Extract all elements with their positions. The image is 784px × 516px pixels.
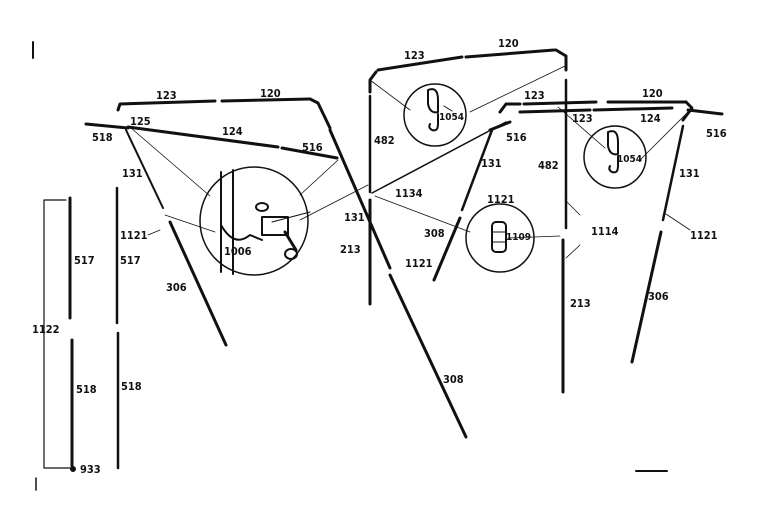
ridge-elbow-left [368, 70, 378, 94]
right-elbow [498, 102, 522, 114]
end-cap-933 [70, 466, 76, 472]
part-label-123: 123 [404, 49, 425, 62]
right-brace-308 [432, 216, 462, 282]
part-label-517: 517 [74, 254, 95, 267]
right-left-bracket [488, 120, 512, 132]
top-rail-123 [116, 99, 217, 112]
part-label-131: 131 [122, 167, 143, 180]
part-label-123: 123 [156, 89, 177, 102]
detail-circle-1109 [465, 203, 535, 273]
part-label-1054: 1054 [439, 112, 465, 123]
top-rail-120 [220, 97, 312, 103]
bracket-1122 [43, 199, 71, 469]
diagonal-rod [328, 128, 392, 270]
part-label-124: 124 [640, 112, 661, 125]
part-label-518: 518 [121, 380, 142, 393]
part-label-1121: 1121 [120, 229, 148, 242]
right-eave-124 [592, 106, 674, 112]
part-label-1121: 1121 [690, 229, 718, 242]
part-label-124: 124 [222, 125, 243, 138]
part-label-120: 120 [642, 87, 663, 100]
part-label-518: 518 [92, 131, 113, 144]
corner-elbow [308, 97, 332, 130]
part-label-125: 125 [130, 115, 151, 128]
part-label-308: 308 [424, 227, 445, 240]
detail-circle-1054-right [583, 125, 647, 189]
part-label-123: 123 [524, 89, 545, 102]
part-label-516: 516 [506, 131, 527, 144]
left-frame [84, 97, 468, 439]
part-label-1122: 1122 [32, 323, 60, 336]
part-label-1121: 1121 [405, 257, 433, 270]
part-label-306: 306 [166, 281, 187, 294]
loose-pole-group [43, 186, 120, 472]
part-label-306: 306 [648, 290, 669, 303]
part-label-1134: 1134 [395, 187, 423, 200]
right-bracket-516 [686, 108, 724, 116]
part-label-482: 482 [374, 134, 395, 147]
part-label-131: 131 [344, 211, 365, 224]
part-label-482: 482 [538, 159, 559, 172]
part-label-213: 213 [570, 297, 591, 310]
center-frame [368, 48, 568, 394]
part-label-1109: 1109 [506, 232, 532, 243]
part-label-1114: 1114 [591, 225, 619, 238]
right-brace-131 [460, 128, 494, 212]
part-label-308: 308 [443, 373, 464, 386]
brace-306 [168, 220, 228, 347]
corner-bracket-518 [84, 122, 130, 130]
part-label-516: 516 [302, 141, 323, 154]
part-label-933: 933 [80, 463, 101, 476]
right-corner [681, 100, 694, 122]
right-frame [371, 100, 724, 364]
part-label-131: 131 [679, 167, 700, 180]
detail-circle-1054-center [403, 83, 467, 147]
part-label-516: 516 [706, 127, 727, 140]
right-cross-rail [371, 121, 507, 194]
part-label-213: 213 [340, 243, 361, 256]
ridge-rail-123 [376, 55, 464, 72]
part-label-123: 123 [572, 112, 593, 125]
eave-rail-516 [280, 146, 339, 160]
right-rail-123 [522, 100, 598, 106]
part-label-518: 518 [76, 383, 97, 396]
part-label-1121: 1121 [487, 193, 515, 206]
part-label-1006: 1006 [224, 245, 252, 258]
part-label-131: 131 [481, 157, 502, 170]
brace-131 [125, 129, 164, 209]
ridge-rail-120 [464, 48, 556, 59]
eave-rail-124 [126, 125, 280, 149]
detail-circle-1006 [199, 166, 311, 276]
part-label-517: 517 [120, 254, 141, 267]
part-label-120: 120 [498, 37, 519, 50]
right-brace-131b [661, 124, 685, 222]
part-label-1054: 1054 [617, 154, 643, 165]
right-eave-123 [518, 108, 592, 114]
long-pole-308 [388, 273, 468, 439]
ridge-elbow-right [554, 48, 568, 72]
part-label-120: 120 [260, 87, 281, 100]
right-brace-306 [630, 230, 663, 364]
